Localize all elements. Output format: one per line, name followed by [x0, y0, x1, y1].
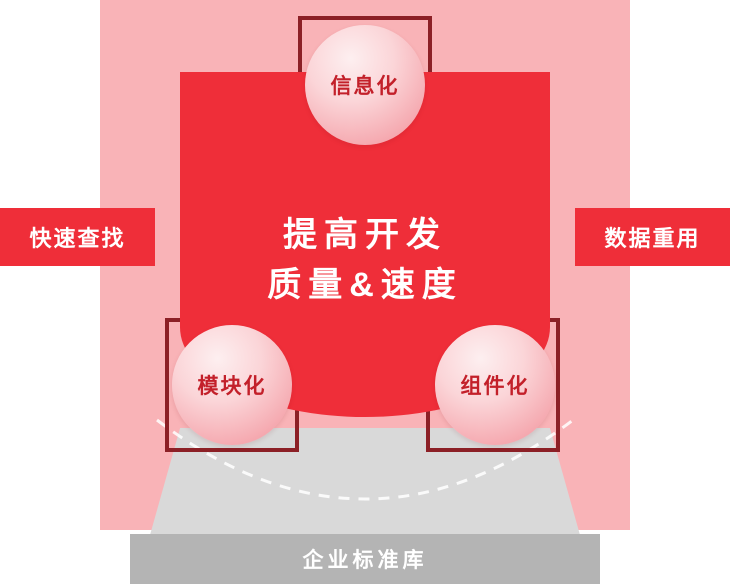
node-modularization: 模块化 [172, 325, 292, 445]
node-componentization-label: 组件化 [460, 375, 530, 398]
center-title-line1: 提高开发 [283, 216, 447, 254]
label-quick-search: 快速查找 [0, 208, 155, 266]
node-informatization-label: 信息化 [330, 75, 400, 98]
center-title-line2: 质量&速度 [267, 266, 463, 304]
node-informatization: 信息化 [305, 25, 425, 145]
label-data-reuse-text: 数据重用 [604, 226, 701, 251]
base-bar-label: 企业标准库 [302, 549, 428, 572]
label-quick-search-text: 快速查找 [29, 226, 126, 251]
center-title: 提高开发 质量&速度 [180, 210, 550, 310]
base-bar: 企业标准库 [130, 534, 600, 584]
node-modularization-label: 模块化 [197, 375, 267, 398]
node-componentization: 组件化 [435, 325, 555, 445]
label-data-reuse: 数据重用 [575, 208, 730, 266]
